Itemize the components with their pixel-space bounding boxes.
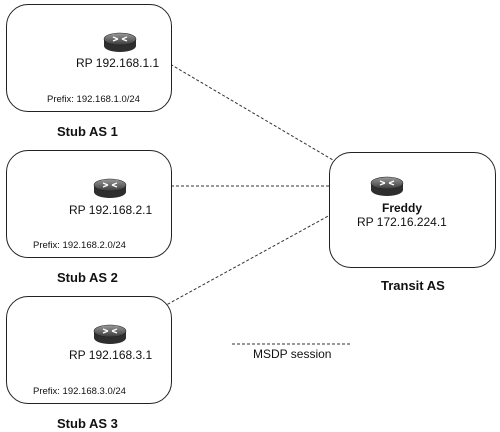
router-icon <box>103 32 137 52</box>
stub-as-1-box <box>6 4 172 112</box>
legend-label: MSDP session <box>253 347 332 361</box>
transit-router-name: Freddy <box>382 201 423 215</box>
stub-2-label: Stub AS 2 <box>57 270 118 285</box>
stub-as-2-box <box>6 150 172 258</box>
stub-2-prefix: Prefix: 192.168.2.0/24 <box>33 240 126 251</box>
stub-3-prefix: Prefix: 192.168.3.0/24 <box>33 386 126 397</box>
transit-label: Transit AS <box>381 278 445 293</box>
router-icon <box>93 324 127 344</box>
transit-as-box <box>329 152 496 268</box>
stub-3-label: Stub AS 3 <box>57 416 118 431</box>
stub-1-label: Stub AS 1 <box>57 124 118 139</box>
router-icon <box>370 176 404 196</box>
stub-3-rp-address: RP 192.168.3.1 <box>69 348 153 362</box>
router-icon <box>93 178 127 198</box>
stub-2-rp-address: RP 192.168.2.1 <box>69 203 153 217</box>
msdp-session-line-1 <box>135 43 373 184</box>
stub-as-3-box <box>6 296 172 404</box>
stub-1-rp-address: RP 192.168.1.1 <box>76 56 160 70</box>
transit-rp-address: RP 172.16.224.1 <box>357 215 447 229</box>
stub-1-prefix: Prefix: 192.168.1.0/24 <box>47 94 140 105</box>
